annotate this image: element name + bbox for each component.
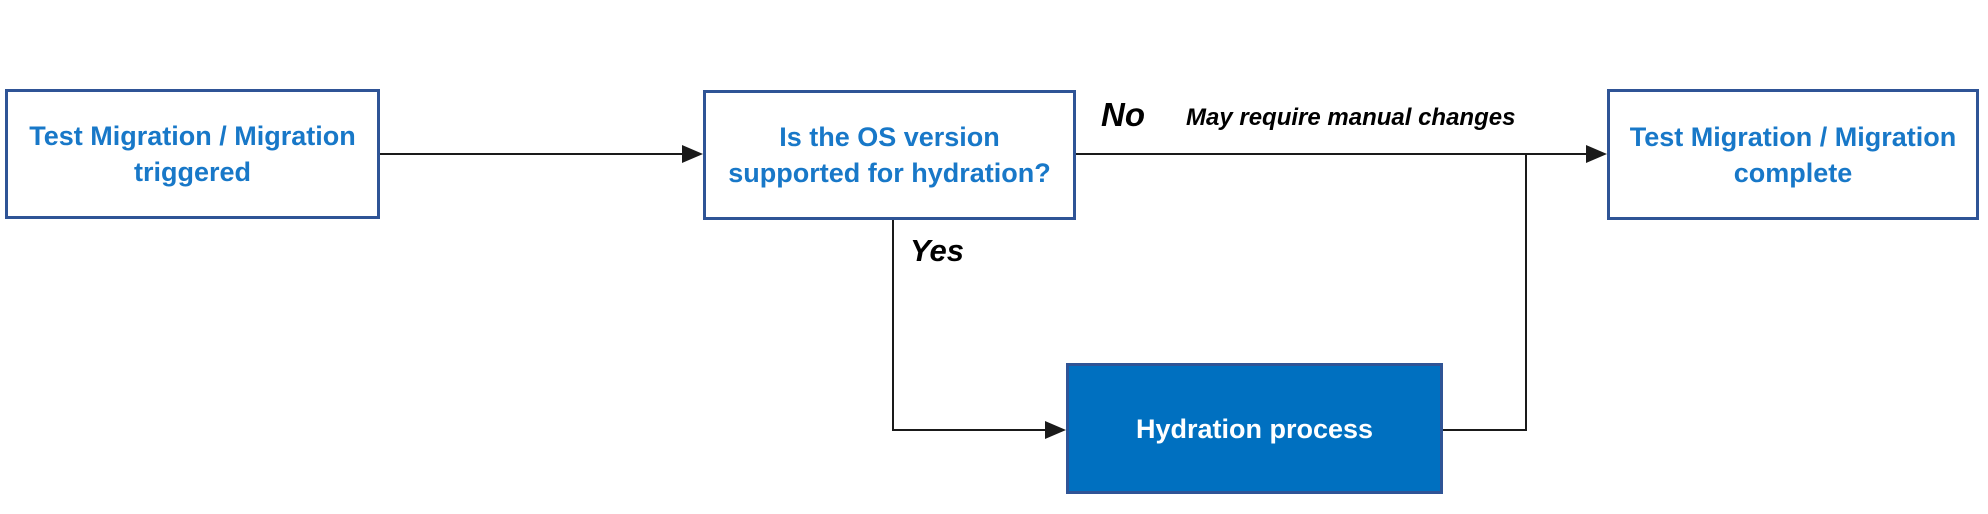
node-migration-complete-line2: complete <box>1733 157 1853 188</box>
connector-no-to-complete <box>1076 153 1588 155</box>
edge-label-yes: Yes <box>910 233 965 268</box>
node-os-version-decision: Is the OS version supported for hydratio… <box>703 90 1076 220</box>
node-migration-triggered-line1: Test Migration / Migration <box>29 121 356 151</box>
connector-yes-horizontal <box>892 429 1047 431</box>
connector-start-to-decision <box>380 153 684 155</box>
edge-label-manual-changes-note: May require manual changes <box>1186 104 1516 131</box>
node-hydration-process-label: Hydration process <box>1135 413 1374 444</box>
connector-hydration-out <box>1443 429 1527 431</box>
node-os-version-decision-line1: Is the OS version <box>779 122 1000 152</box>
node-os-version-decision-line2: supported for hydration? <box>728 158 1051 188</box>
node-migration-complete: Test Migration / Migration complete <box>1607 89 1979 220</box>
arrowhead-into-complete-icon <box>1586 145 1607 163</box>
node-migration-triggered: Test Migration / Migration triggered <box>5 89 380 219</box>
node-migration-triggered-line2: triggered <box>133 157 252 187</box>
node-migration-complete-line1: Test Migration / Migration <box>1629 121 1957 152</box>
connector-yes-vertical <box>892 220 894 431</box>
node-hydration-process: Hydration process <box>1066 363 1443 494</box>
arrowhead-into-decision-icon <box>682 145 703 163</box>
arrowhead-into-hydration-icon <box>1045 421 1066 439</box>
edge-label-no: No <box>1101 96 1145 133</box>
connector-hydration-up <box>1525 155 1527 431</box>
